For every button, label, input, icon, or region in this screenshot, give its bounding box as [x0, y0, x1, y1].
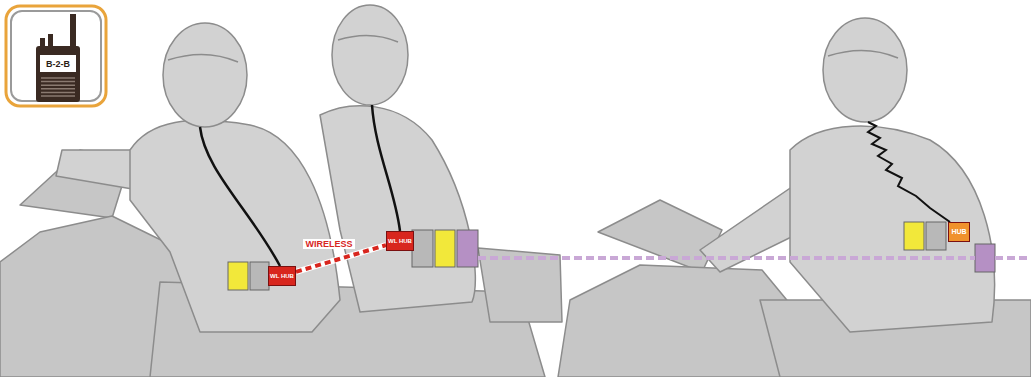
radio-icon	[36, 14, 80, 102]
hub-label: HUB	[951, 228, 966, 235]
grey-unit	[250, 262, 269, 290]
grey-unit	[412, 230, 433, 267]
wireless-link	[296, 245, 386, 272]
headset-cable	[200, 127, 280, 266]
helmet	[823, 18, 907, 122]
headset-cable	[372, 105, 400, 231]
icon-label: B-2-B	[46, 59, 70, 69]
grey-unit	[926, 222, 946, 250]
coiled-cable	[868, 122, 950, 222]
hub-label: WL HUB	[388, 238, 412, 244]
visor	[168, 54, 238, 62]
visor	[828, 50, 898, 58]
icon-frame	[11, 11, 101, 101]
radio-link	[478, 256, 975, 260]
helmet	[332, 5, 408, 105]
rider-body	[130, 120, 340, 332]
rider-body	[790, 126, 994, 332]
yellow-unit	[228, 262, 248, 290]
visor	[338, 35, 398, 42]
hub-box: WL HUB	[268, 266, 296, 286]
yellow-unit	[435, 230, 455, 267]
purple-unit	[975, 244, 995, 272]
label-plate	[40, 55, 76, 72]
purple-unit	[457, 230, 478, 267]
speaker-grille	[41, 78, 75, 96]
hub-label: WL HUB	[270, 273, 294, 279]
yellow-unit	[904, 222, 924, 250]
link-label: WIRELESS	[303, 239, 354, 249]
link-ground	[296, 245, 386, 272]
windshield	[598, 200, 722, 272]
helmet	[163, 23, 247, 127]
radio-link	[995, 256, 1031, 260]
hub-box: WL HUB	[386, 231, 414, 251]
passenger-body	[320, 106, 475, 312]
hub-box: HUB	[948, 222, 970, 242]
icon-frame	[6, 6, 106, 106]
